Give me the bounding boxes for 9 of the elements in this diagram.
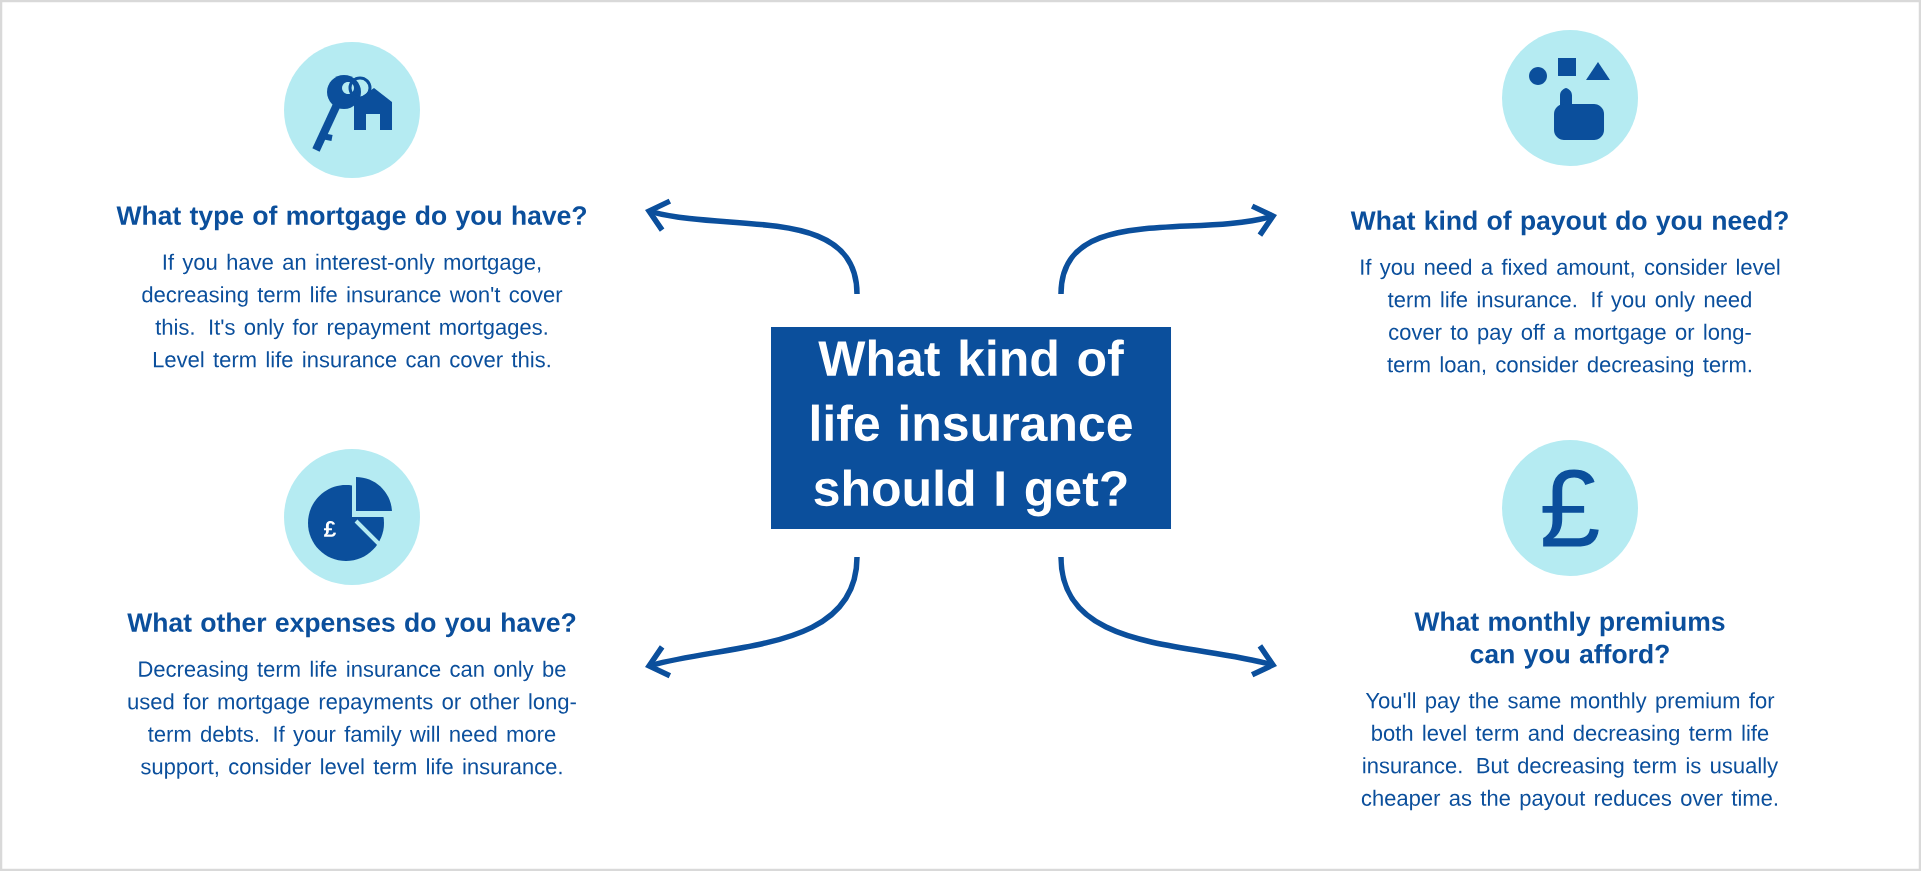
question-text: What type of mortgage do you have? If you have an interest-only mortgage, decreasing term life insurance won't cover this. It's only for repayment mortgages. Level term life insurance can cover this.: [116, 205, 586, 368]
title-banner: What kind of life insurance should I get?: [771, 327, 1171, 529]
question-text: What kind of payout do you need? If you need a fixed amount, consider level term life insurance. If you only need cover to pay off a mortgage or long-term loan, consider decreasing term.: [1350, 210, 1788, 377]
question-text: What other expenses do you have? Decreasing term life insurance can only be used for mortgage repayments or other long-term debts. If your family will need more support, consider level term life insurance.: [127, 612, 576, 779]
question-text: What monthly premiums can you afford? You'll pay the same monthly premium for both level term and decreasing term life insurance. But decreasing term is usually cheaper as the payout reduces over time.: [1361, 611, 1779, 811]
arrow: [645, 198, 860, 295]
arrow: [645, 556, 860, 679]
arrow: [1058, 556, 1277, 678]
arrow: [1058, 203, 1277, 295]
